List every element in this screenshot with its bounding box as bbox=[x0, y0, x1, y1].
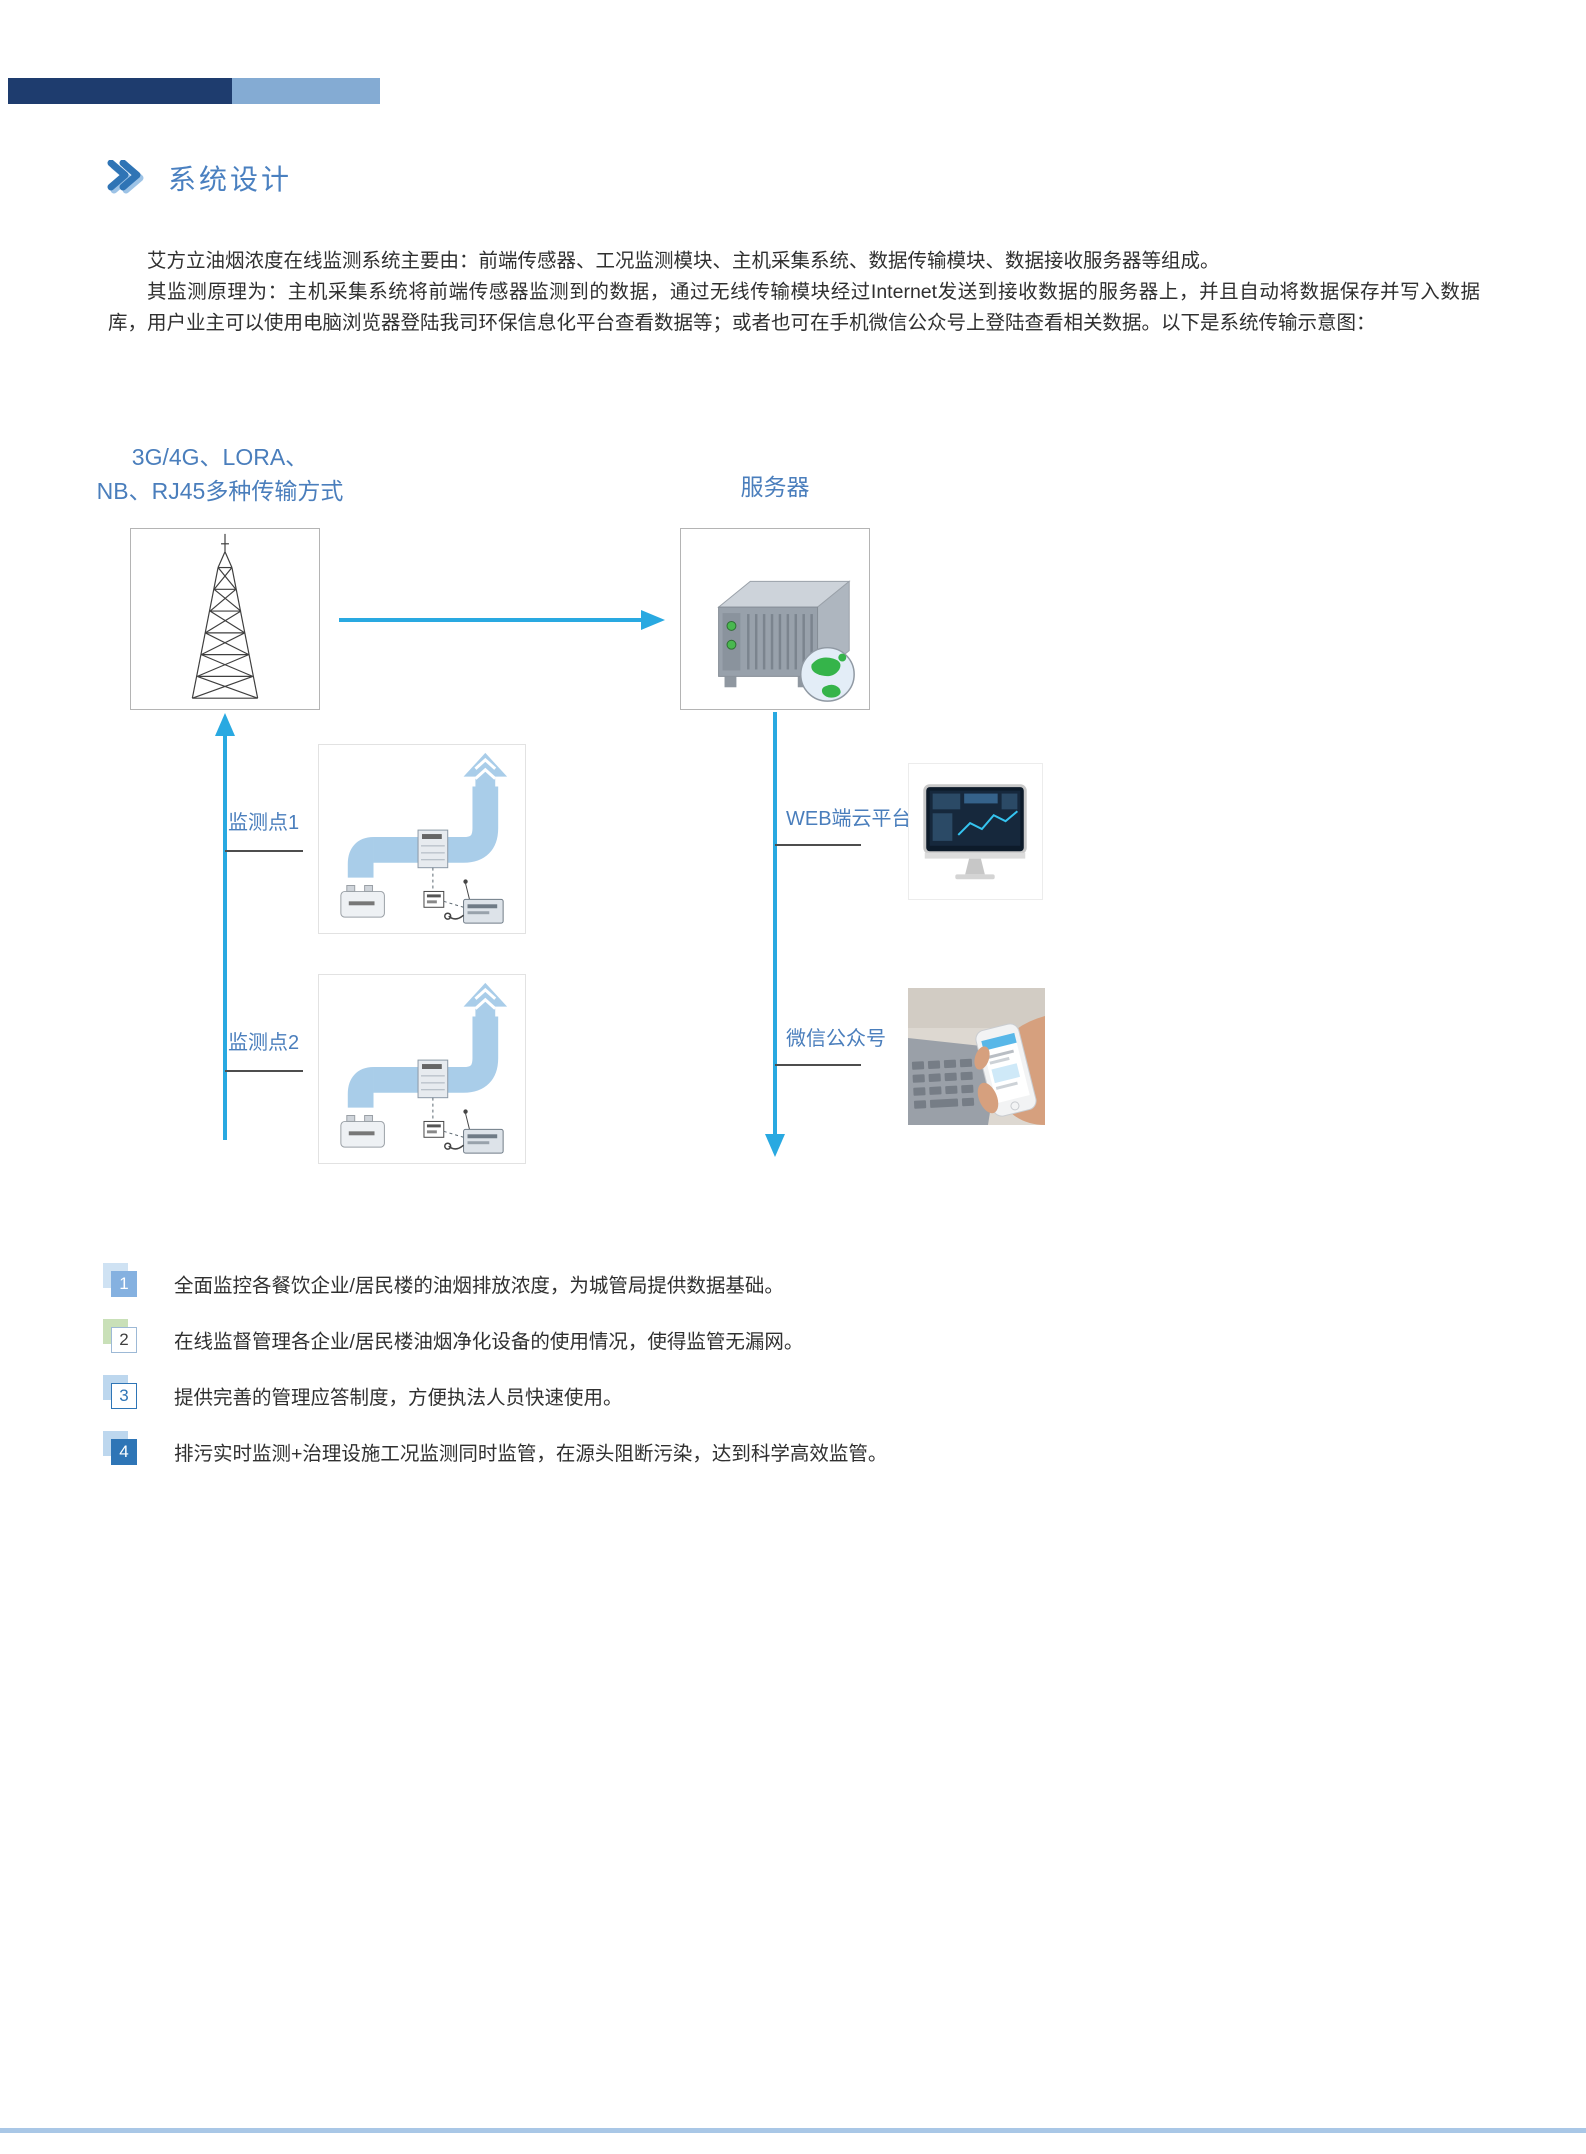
arrow-up-icon bbox=[215, 713, 235, 1140]
hand-holding-phone-photo bbox=[908, 988, 1045, 1125]
arrow-right-icon bbox=[339, 610, 665, 630]
feature-item-2: 2 在线监督管理各企业/居民楼油烟净化设备的使用情况，使得监管无漏网。 bbox=[103, 1319, 1488, 1354]
web-platform-label: WEB端云平台 bbox=[786, 808, 912, 830]
server-icon bbox=[717, 580, 855, 702]
feature-item-3: 3 提供完善的管理应答制度，方便执法人员快速使用。 bbox=[103, 1375, 1488, 1410]
monitoring-point-1-line bbox=[225, 850, 303, 852]
feature-3-text: 提供完善的管理应答制度，方便执法人员快速使用。 bbox=[174, 1386, 623, 1409]
kitchen-duct-illustration bbox=[340, 752, 508, 924]
feature-1-number: 1 bbox=[111, 1271, 137, 1297]
server-label: 服务器 bbox=[740, 474, 810, 500]
header-stripe-light bbox=[232, 78, 380, 104]
feature-2-number: 2 bbox=[111, 1327, 137, 1353]
intro-paragraph-2: 其监测原理为：主机采集系统将前端传感器监测到的数据，通过无线传输模块经过Inte… bbox=[108, 281, 1480, 334]
feature-list: 1 全面监控各餐饮企业/居民楼的油烟排放浓度，为城管局提供数据基础。 2 在线监… bbox=[103, 1263, 1488, 1492]
intro-paragraph-1: 艾方立油烟浓度在线监测系统主要由：前端传感器、工况监测模块、主机采集系统、数据传… bbox=[147, 250, 1220, 272]
kitchen-duct-illustration bbox=[340, 982, 508, 1154]
feature-2-badge: 2 bbox=[103, 1319, 138, 1354]
radio-tower-icon bbox=[191, 533, 259, 699]
feature-1-text: 全面监控各餐饮企业/居民楼的油烟排放浓度，为城管局提供数据基础。 bbox=[174, 1274, 784, 1297]
feature-3-number: 3 bbox=[111, 1383, 137, 1409]
server-node bbox=[680, 528, 870, 710]
wechat-label: 微信公众号 bbox=[786, 1028, 886, 1050]
feature-item-1: 1 全面监控各餐饮企业/居民楼的油烟排放浓度，为城管局提供数据基础。 bbox=[103, 1263, 1488, 1298]
web-platform-line bbox=[775, 844, 861, 846]
globe-icon bbox=[799, 646, 855, 702]
monitoring-point-1-label: 监测点1 bbox=[228, 812, 300, 834]
feature-item-4: 4 排污实时监测+治理设施工况监测同时监管，在源头阻断污染，达到科学高效监管。 bbox=[103, 1431, 1488, 1466]
wechat-phone-image bbox=[908, 988, 1045, 1125]
wechat-line bbox=[775, 1064, 861, 1066]
transmission-tower-node bbox=[130, 528, 320, 710]
feature-1-badge: 1 bbox=[103, 1263, 138, 1298]
feature-4-text: 排污实时监测+治理设施工况监测同时监管，在源头阻断污染，达到科学高效监管。 bbox=[174, 1442, 888, 1465]
monitoring-point-2-label: 监测点2 bbox=[228, 1032, 300, 1054]
feature-4-number: 4 bbox=[111, 1439, 137, 1465]
transmission-methods-label: 3G/4G、LORA、 NB、RJ45多种传输方式 bbox=[90, 440, 350, 508]
duct-diagram-2 bbox=[318, 974, 526, 1164]
feature-4-badge: 4 bbox=[103, 1431, 138, 1466]
section-header: 系统设计 bbox=[106, 158, 292, 198]
feature-3-badge: 3 bbox=[103, 1375, 138, 1410]
double-chevron-icon bbox=[107, 160, 144, 194]
monitoring-point-2-line bbox=[225, 1070, 303, 1072]
intro-text: 艾方立油烟浓度在线监测系统主要由：前端传感器、工况监测模块、主机采集系统、数据传… bbox=[108, 246, 1480, 339]
page-title: 系统设计 bbox=[168, 164, 293, 195]
arrow-down-icon bbox=[765, 712, 785, 1157]
desktop-monitor-icon bbox=[923, 784, 1027, 880]
feature-2-text: 在线监督管理各企业/居民楼油烟净化设备的使用情况，使得监管无漏网。 bbox=[174, 1330, 804, 1353]
transmission-label-line2: NB、RJ45多种传输方式 bbox=[96, 478, 344, 504]
header-stripe-dark bbox=[8, 78, 232, 104]
footer-rule bbox=[0, 2128, 1586, 2133]
web-platform-image bbox=[908, 763, 1043, 900]
transmission-label-line1: 3G/4G、LORA、 bbox=[131, 444, 309, 470]
duct-diagram-1 bbox=[318, 744, 526, 934]
